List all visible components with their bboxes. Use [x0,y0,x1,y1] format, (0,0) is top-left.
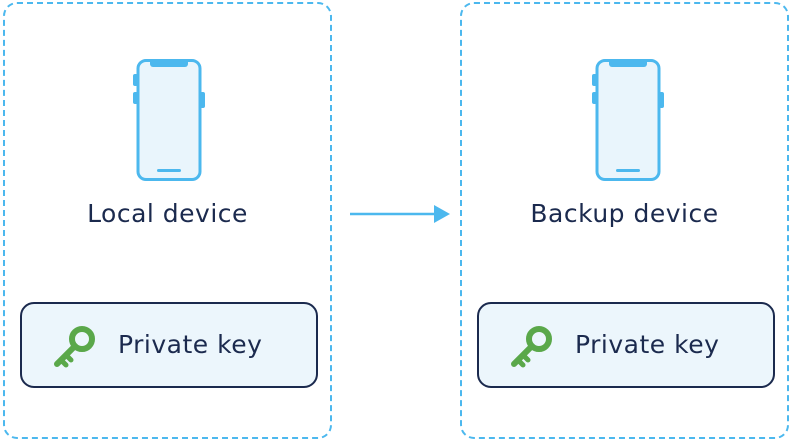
backup-private-key-box: Private key [477,302,775,388]
local-device-label: Local device [87,199,248,228]
backup-private-key-label: Private key [575,330,720,359]
smartphone-icon [133,59,205,181]
local-private-key-label: Private key [118,330,263,359]
backup-device-panel: Backup device Private key [460,2,789,439]
smartphone-icon [592,59,664,181]
local-device-panel: Local device Private key [3,2,332,439]
backup-device-label: Backup device [530,199,719,228]
key-icon [54,326,95,368]
local-private-key-box: Private key [20,302,318,388]
key-icon [511,326,552,368]
arrow-right-icon [350,205,450,223]
